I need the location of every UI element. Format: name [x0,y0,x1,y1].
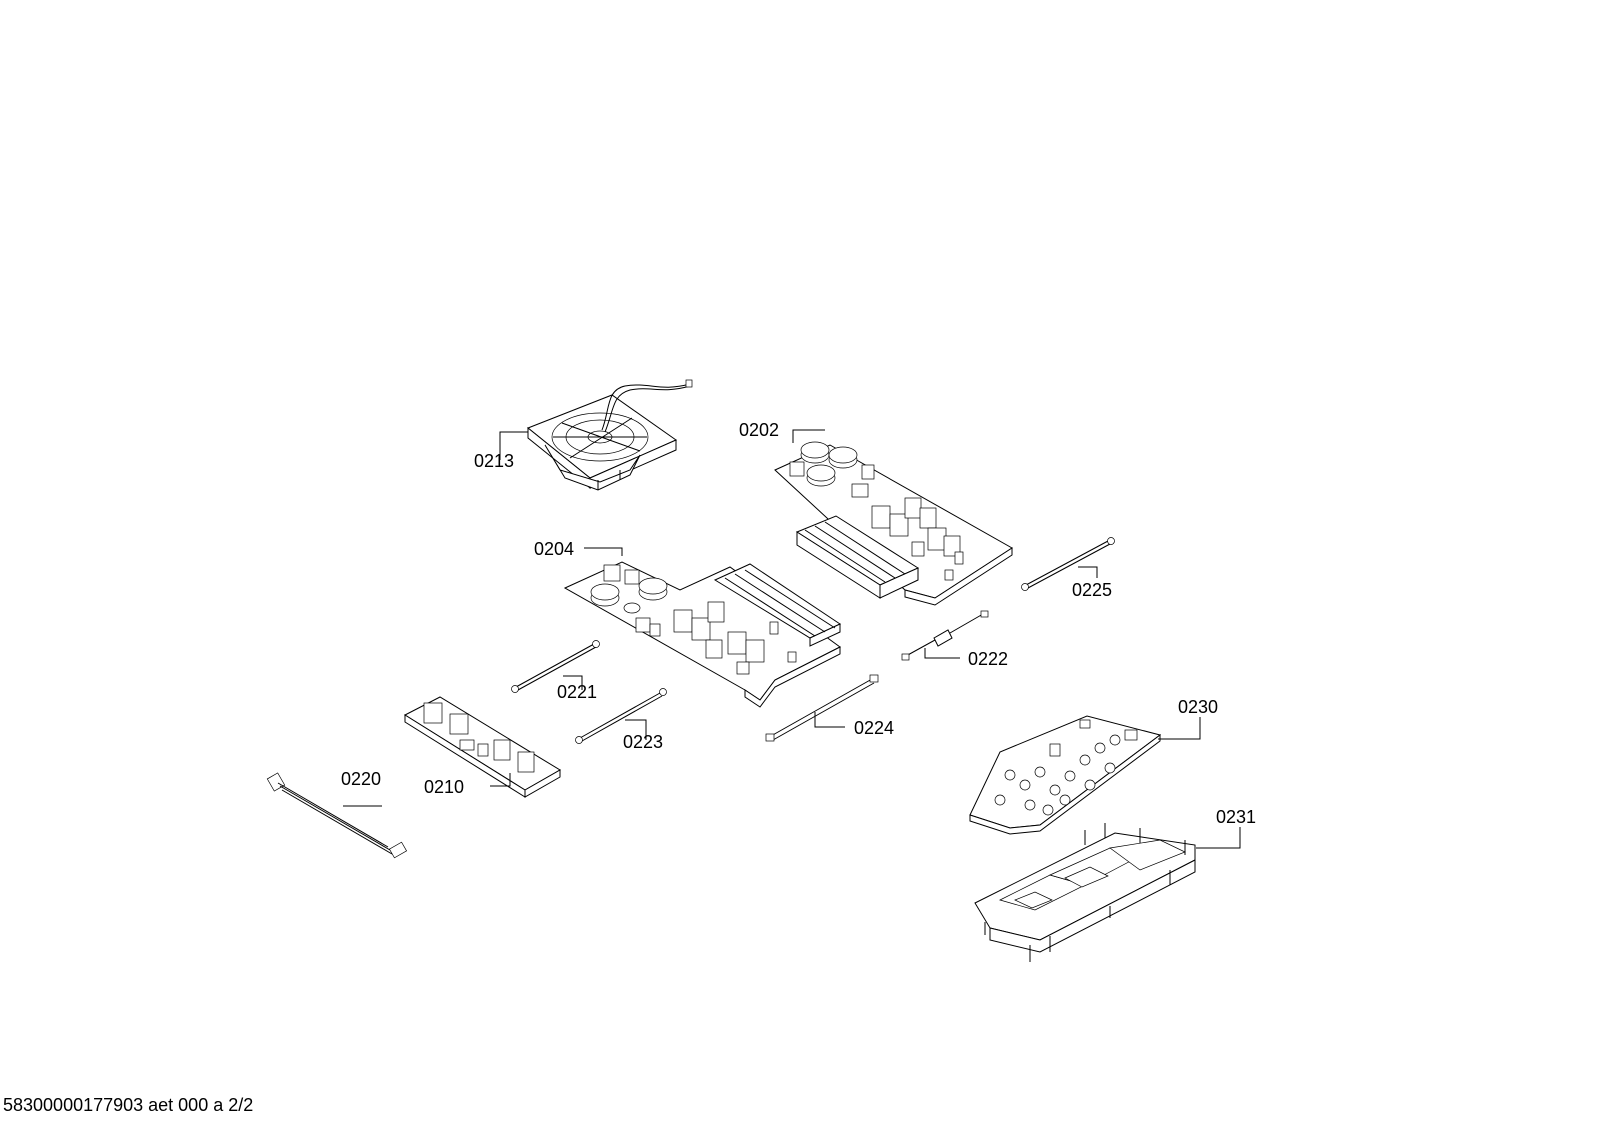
callout-0213: 0213 [474,451,514,471]
cable-0223-part[interactable] [575,688,667,744]
callout-0231: 0231 [1216,807,1256,827]
callout-0221: 0221 [557,682,597,702]
fan-part[interactable] [527,379,693,491]
power-board-main-part[interactable] [563,561,842,708]
control-board-part[interactable] [969,715,1162,835]
control-frame-part[interactable] [974,823,1196,962]
callout-0210: 0210 [424,777,464,797]
cable-0224-part[interactable] [765,674,879,742]
callout-0225: 0225 [1072,580,1112,600]
callout-0224: 0224 [854,718,894,738]
callout-0204: 0204 [534,539,574,559]
callout-0202: 0202 [739,420,779,440]
cable-0222-part[interactable] [901,610,989,661]
wire-harness-part[interactable] [266,772,408,859]
callout-0230: 0230 [1178,697,1218,717]
callout-labels: 0213 0202 0204 0225 0222 0221 0210 0223 … [341,420,1256,827]
filter-board-part[interactable] [403,696,561,798]
cable-0225-part[interactable] [1021,537,1115,591]
document-footer-id: 58300000177903 aet 000 a 2/2 [3,1095,254,1115]
cable-0221-part[interactable] [511,640,600,693]
callout-0220: 0220 [341,769,381,789]
callout-0223: 0223 [623,732,663,752]
callout-0222: 0222 [968,649,1008,669]
leader-lines [343,429,1241,849]
power-board-right-part[interactable] [774,441,1013,606]
